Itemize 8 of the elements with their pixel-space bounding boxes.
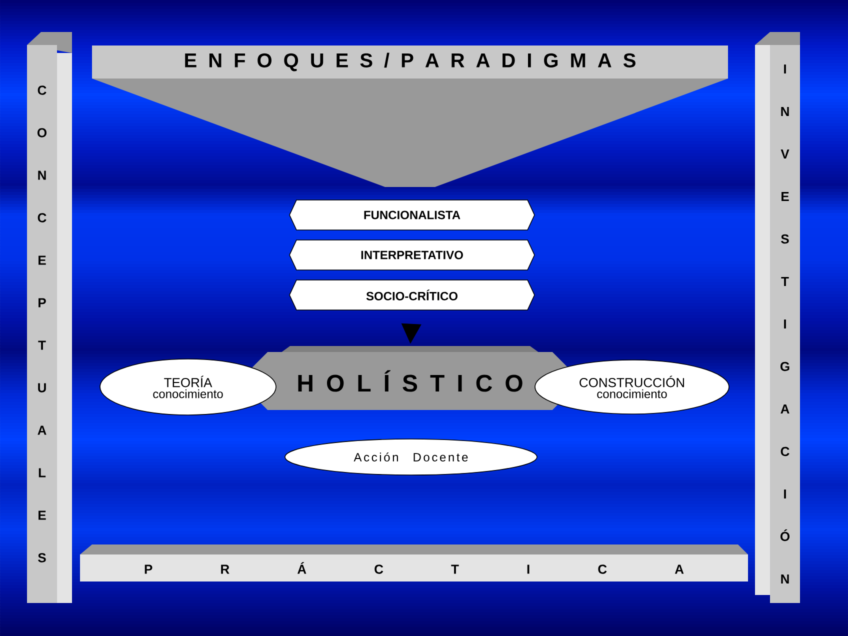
paradigm-hexagon: FUNCIONALISTA (289, 200, 535, 230)
node-label: E N F O Q U E S / P A R A D I G M A S (185, 52, 636, 72)
vertical-column: I N V E S T I G A C I Ó N (755, 32, 800, 603)
title-band: E N F O Q U E S / P A R A D I G M A S (92, 46, 728, 187)
bottom-bar: P R Á C T I C A (80, 544, 748, 582)
paradigm-hexagon: SOCIO-CRÍTICO (289, 280, 535, 310)
paradigm-hexagon: INTERPRETATIVO (289, 240, 535, 270)
vertical-column: C O N C E P T U A L E S (27, 32, 72, 603)
